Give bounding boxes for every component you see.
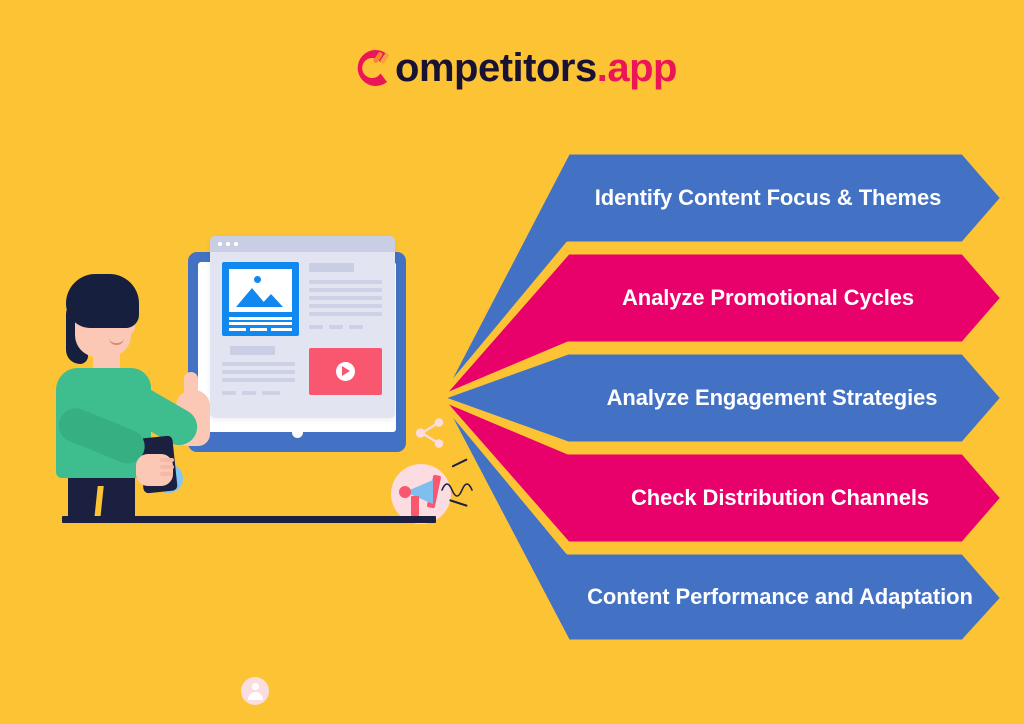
paragraph-line: [349, 325, 363, 329]
paragraph-line: [222, 370, 295, 374]
browser-window-mockup: [210, 236, 395, 418]
paragraph-line: [309, 288, 382, 292]
paragraph-line: [309, 325, 323, 329]
person-icon: [252, 683, 259, 690]
sound-wave-icon: [441, 483, 473, 497]
avatar-badge: [241, 677, 269, 705]
logo-word-suffix: .app: [596, 46, 678, 90]
browser-titlebar: [210, 236, 395, 252]
share-icon: [415, 418, 444, 448]
sound-wave-icon: [449, 499, 468, 507]
tablet-home-button: [292, 427, 303, 438]
mountain-icon: [259, 294, 283, 307]
paragraph-heading: [309, 263, 354, 272]
browser-dot-icon: [226, 242, 230, 246]
banner-label-2: Analyze Promotional Cycles: [621, 284, 915, 310]
sound-wave-icon: [451, 458, 468, 468]
paragraph-line: [222, 391, 236, 395]
card-text-line: [250, 328, 267, 331]
sun-icon: [254, 276, 261, 283]
card-text-line: [229, 317, 292, 320]
paragraph-line: [309, 312, 382, 316]
person-finger: [160, 458, 174, 462]
play-icon: [342, 366, 350, 376]
logo-word-primary: ompetitors: [395, 46, 597, 90]
paragraph-line: [222, 362, 295, 366]
banner-label-1: Identify Content Focus & Themes: [594, 184, 942, 210]
banner-label-5: Content Performance and Adaptation: [587, 583, 973, 609]
card-text-line: [229, 322, 292, 325]
content-marketing-illustration: #: [48, 224, 473, 705]
card-text-line: [229, 328, 246, 331]
paragraph-line: [222, 378, 295, 382]
paragraph-line: [309, 304, 382, 308]
banner-label-4: Check Distribution Channels: [630, 484, 929, 510]
megaphone-icon: [399, 486, 411, 498]
card-text-line: [271, 328, 292, 331]
paragraph-line: [309, 296, 382, 300]
browser-dot-icon: [218, 242, 222, 246]
person-mouth: [109, 338, 124, 345]
ground-line: [62, 516, 436, 523]
megaphone-icon: [411, 496, 419, 516]
brand-logo: ompetitors.app: [0, 38, 1024, 98]
paragraph-line: [242, 391, 256, 395]
paragraph-heading: [230, 346, 275, 355]
paragraph-line: [329, 325, 343, 329]
logo-wordmark: ompetitors.app: [395, 48, 677, 88]
paragraph-line: [262, 391, 280, 395]
person-hair: [66, 274, 139, 328]
person-icon: [248, 692, 263, 700]
paragraph-line: [309, 280, 382, 284]
browser-dot-icon: [234, 242, 238, 246]
competitors-c-mark-icon: [347, 42, 399, 94]
person-finger: [160, 465, 174, 469]
banner-label-3: Analyze Engagement Strategies: [606, 384, 938, 410]
person-finger: [160, 472, 173, 476]
